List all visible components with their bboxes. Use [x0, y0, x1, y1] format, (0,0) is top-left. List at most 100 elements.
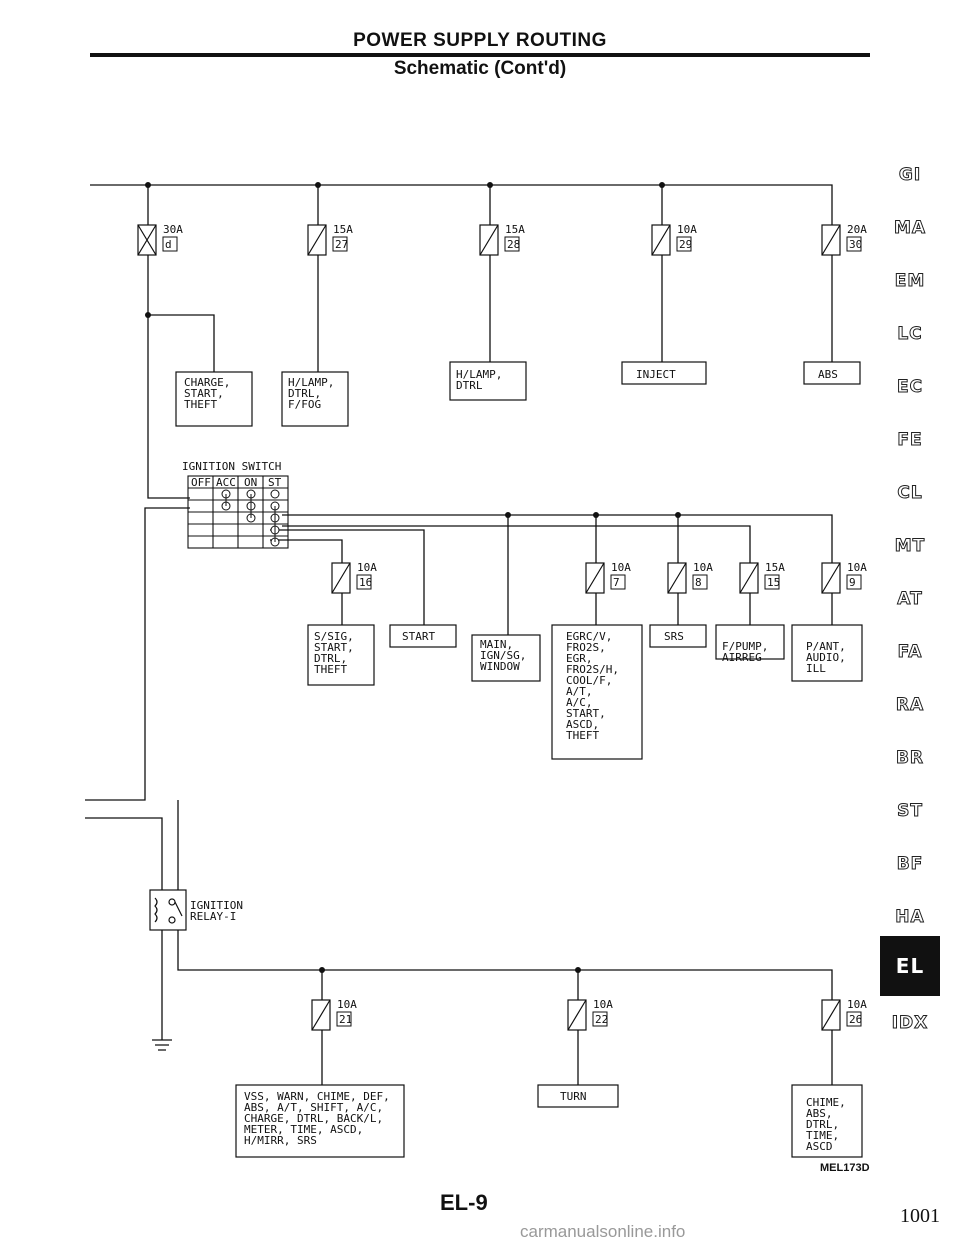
fuse-symbol-7 — [585, 562, 605, 594]
section-tab-em[interactable]: EM — [894, 271, 926, 292]
fuse-number-9: 9 — [849, 576, 856, 589]
svg-text:H/LAMP,DTRL,F/FOG: H/LAMP,DTRL,F/FOG — [288, 376, 334, 411]
section-tab-gi[interactable]: GI — [898, 165, 922, 186]
load-box-start — [389, 624, 457, 648]
page-title: POWER SUPPLY ROUTING — [353, 30, 607, 51]
page-subtitle: Schematic (Cont'd) — [393, 58, 567, 79]
load-box-egrc — [551, 624, 643, 760]
section-tab-lc[interactable]: LC — [897, 324, 923, 345]
fuse-rating-d: 30A — [163, 223, 183, 236]
fuse-number-21: 21 — [339, 1013, 352, 1026]
section-tab-mt[interactable]: MT — [894, 536, 926, 557]
svg-text:CHIME,ABS,DTRL,TIME,ASCD: CHIME,ABS,DTRL,TIME,ASCD — [806, 1096, 846, 1153]
fuse-rating-15: 15A — [765, 561, 785, 574]
load-box-turn — [537, 1084, 619, 1108]
fuse-rating-27: 15A — [333, 223, 353, 236]
fuse-rating-26: 10A — [847, 998, 867, 1011]
fuse-rating-9: 10A — [847, 561, 867, 574]
load-box-inject — [621, 361, 707, 385]
section-tab-ha[interactable]: HA — [895, 907, 925, 928]
fuse-symbol-21 — [311, 999, 331, 1031]
fuse-rating-21: 10A — [337, 998, 357, 1011]
fuse-symbol-27 — [307, 224, 327, 256]
junction-dots — [145, 182, 681, 973]
fuse-labels: 30Ad15A2715A2810A2920A3010A1610A710A815A… — [163, 223, 867, 1026]
ignition-relay — [149, 889, 187, 931]
figure-code: MEL173D — [820, 1162, 870, 1174]
section-tab-fe[interactable]: FE — [897, 430, 923, 451]
load-box-hlamp1 — [281, 371, 349, 427]
fuse-rating-30: 20A — [847, 223, 867, 236]
svg-text:SRS: SRS — [664, 630, 684, 643]
fuse-number-boxes — [162, 236, 862, 1027]
fuse-rating-16: 10A — [357, 561, 377, 574]
fuse-symbol-26 — [821, 999, 841, 1031]
fuse-symbols — [137, 224, 841, 1031]
section-tab-fa[interactable]: FA — [897, 642, 923, 663]
section-tab-cl[interactable]: CL — [897, 483, 923, 504]
section-tab-ma[interactable]: MA — [893, 218, 927, 239]
fuse-symbol-15 — [739, 562, 759, 594]
svg-text:VSS, WARN, CHIME, DEF,ABS, A/T: VSS, WARN, CHIME, DEF,ABS, A/T, SHIFT, A… — [244, 1090, 390, 1147]
section-tab-at[interactable]: AT — [897, 589, 923, 610]
section-tab-el[interactable]: EL — [880, 936, 940, 996]
svg-text:ABS: ABS — [818, 368, 838, 381]
load-box-hlamp2 — [449, 361, 527, 401]
fuse-symbol-30 — [821, 224, 841, 256]
ignition-switch: IGNITION SWITCH OFF ACC ON ST — [182, 460, 289, 549]
fuse-number-26: 26 — [849, 1013, 862, 1026]
load-box-main — [471, 634, 541, 682]
wires — [85, 184, 833, 1085]
fuse-symbol-d — [137, 224, 157, 256]
watermark: carmanualsonline.info — [520, 1222, 686, 1241]
fuse-number-7: 7 — [613, 576, 620, 589]
svg-text:START: START — [402, 630, 435, 643]
fuse-rating-28: 15A — [505, 223, 525, 236]
load-box-vss — [235, 1084, 405, 1158]
fuse-rating-7: 10A — [611, 561, 631, 574]
fuse-number-30: 30 — [849, 238, 862, 251]
fuse-number-15: 15 — [767, 576, 780, 589]
fuse-symbol-8 — [667, 562, 687, 594]
section-tab-bf[interactable]: BF — [896, 854, 924, 875]
svg-text:EGRC/V,FRO2S,EGR,FRO2S/H,COOL/: EGRC/V,FRO2S,EGR,FRO2S/H,COOL/F,A/T,A/C,… — [566, 630, 619, 742]
fuse-symbol-29 — [651, 224, 671, 256]
sheet-number: 1001 — [900, 1205, 940, 1227]
fuse-number-22: 22 — [595, 1013, 608, 1026]
fuse-symbol-9 — [821, 562, 841, 594]
svg-text:P/ANT,AUDIO,ILL: P/ANT,AUDIO,ILL — [806, 640, 846, 675]
svg-text:OFF: OFF — [191, 476, 211, 489]
fuse-symbol-28 — [479, 224, 499, 256]
relay-label: IGNITION — [190, 899, 243, 912]
load-charge-0: CHARGE, — [184, 376, 230, 389]
section-tab-ra[interactable]: RA — [895, 695, 925, 716]
load-box-abs — [803, 361, 861, 385]
load-labels: CHARGE,START,THEFT H/LAMP,DTRL,F/FOG H/L… — [184, 368, 846, 1153]
load-box-pant — [791, 624, 863, 682]
svg-text:ON: ON — [244, 476, 257, 489]
top-bus — [90, 184, 833, 225]
page-number: EL-9 — [440, 1190, 488, 1215]
section-tab-idx[interactable]: IDX — [891, 1013, 929, 1034]
fuse-number-28: 28 — [507, 238, 520, 251]
load-box-charge — [175, 371, 253, 427]
svg-text:ACC: ACC — [216, 476, 236, 489]
svg-text:TURN: TURN — [560, 1090, 587, 1103]
svg-text:INJECT: INJECT — [636, 368, 676, 381]
load-box-srs — [649, 624, 707, 648]
section-tab-br[interactable]: BR — [895, 748, 925, 769]
svg-text:F/PUMP,AIRREG: F/PUMP,AIRREG — [722, 640, 768, 664]
load-box-fpump — [715, 624, 785, 660]
svg-text:MAIN,IGN/SG,WINDOW: MAIN,IGN/SG,WINDOW — [480, 638, 526, 673]
fuse-number-27: 27 — [335, 238, 348, 251]
svg-text:H/LAMP,DTRL: H/LAMP,DTRL — [456, 368, 502, 392]
fuse-number-d: d — [165, 238, 172, 251]
section-tab-st[interactable]: ST — [897, 801, 923, 822]
title-rule — [90, 53, 870, 57]
fuse-rating-29: 10A — [677, 223, 697, 236]
section-tab-ec[interactable]: EC — [896, 377, 924, 398]
svg-text:ST: ST — [268, 476, 282, 489]
load-box-chime — [791, 1084, 863, 1158]
